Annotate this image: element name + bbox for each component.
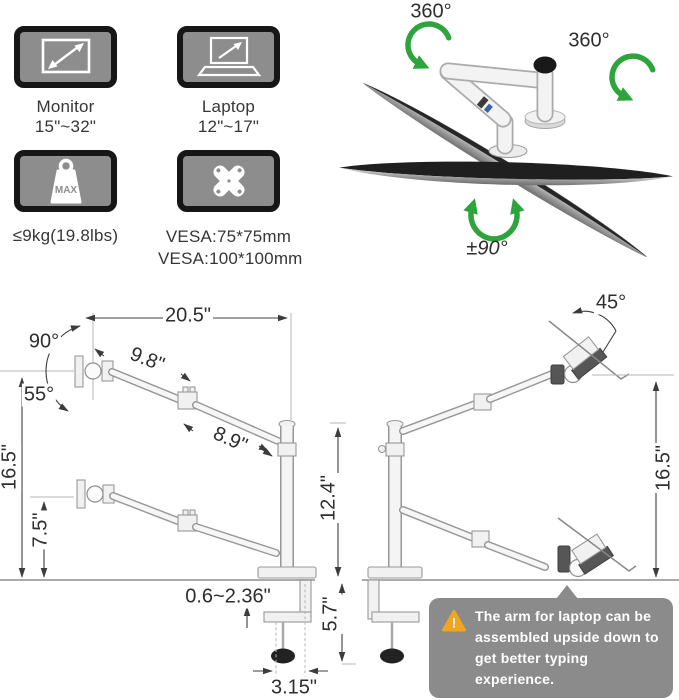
dimension-drawing-left [0,313,356,678]
rotation-illustration [339,21,673,258]
max-weight-icon: MAX [50,158,81,204]
swivel-pole-arrow [609,53,656,101]
dim-clamp-depth-label: 5.7" [319,594,343,634]
swivel-pole-label: 360° [568,29,610,52]
max-weight-badge: MAX [14,150,117,212]
vesa-badge [177,150,280,212]
swivel-arm-arrow [405,21,452,69]
laptop-size-caption: Laptop 12"~17" [177,97,280,137]
note-pointer [556,585,578,599]
dimension-drawing-right [362,307,679,664]
clamp-knob [380,648,404,664]
note-text: The arm for laptop can be assembled upsi… [475,608,659,687]
dim-right-height-label: 16.5" [652,442,676,494]
monitor-slab-landscape [339,161,673,186]
laptop-size-icon [196,36,261,77]
laptop-range: 12"~17" [197,117,260,136]
vesa-plate-icon [212,165,245,197]
dim-monitor-height-label: 16.5" [0,441,22,493]
leader-arrows-left [94,348,273,457]
arm-label-sticker [476,96,489,109]
dim-laptop-height-label: 7.5" [29,510,53,550]
dim-total-reach-label: 20.5" [162,304,214,328]
dim-tilt-up-label: 90° [26,330,62,354]
dim-pole-height-label: 12.4" [317,472,341,524]
pole-left [257,419,317,579]
clamp-right [367,579,420,664]
dim-tilt-down-label: 55° [21,383,57,407]
dim-tray-tilt-label: 45° [593,291,629,315]
monitor-slab-rotated-front [515,188,647,258]
laptop-arm-note: ! The arm for laptop can be assembled up… [429,585,673,698]
swivel-arm-label: 360° [410,0,452,23]
warning-mark: ! [452,616,457,631]
max-weight-caption: ≤9kg(19.8lbs) [0,226,131,246]
laptop-size-badge [177,26,280,88]
vesa-line1: VESA:75*75mm [165,227,292,246]
laptop-tray-profile [548,320,630,380]
hero-arm [439,56,566,158]
pole-cap [533,56,557,74]
monitor-title: Monitor [36,97,95,116]
laptop-title: Laptop [201,97,256,116]
dim-clamp-width [253,584,328,678]
dim-clamp-width-label: 3.15" [268,676,320,700]
laptop-arm-lowered [399,506,637,578]
vesa-line2: VESA:100*100mm [158,249,303,268]
screen-rotate-label: ±90° [466,237,508,260]
screen-rotate-arrow [463,198,525,242]
pole-right [367,419,423,579]
monitor-size-icon [41,38,90,74]
monitor-size-caption: Monitor 15"~32" [14,97,117,137]
clamp-left [263,579,312,664]
laptop-arm-side [76,479,280,557]
max-label: MAX [54,185,77,196]
monitor-range: 15"~32" [34,117,97,136]
weight-limit: ≤9kg(19.8lbs) [12,226,119,245]
warning-icon: ! [442,610,466,632]
dim-desk-thickness-label: 0.6~2.36" [183,585,273,609]
vesa-caption: VESA:75*75mm VESA:100*100mm [158,226,303,270]
monitor-size-badge [14,26,117,88]
monitor-arm-side [74,355,282,445]
clamp-knob [271,648,295,664]
laptop-arm-raised [399,320,630,435]
